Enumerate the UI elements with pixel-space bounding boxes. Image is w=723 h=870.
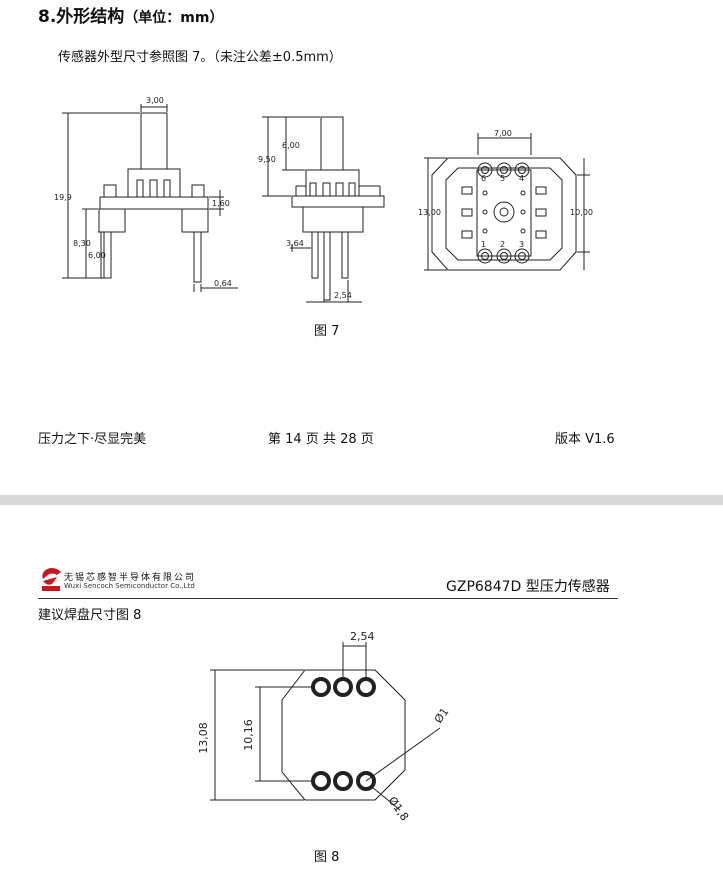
footer-version: 版本 V1.6 (555, 432, 615, 447)
top-view (424, 133, 590, 271)
section-title: 8.外形结构（单位：mm） (38, 7, 224, 27)
fig8-pad-diameter: Ø1,8 (386, 794, 412, 823)
dim-top-height-inner: 10,00 (570, 208, 593, 217)
page-15 (0, 505, 723, 864)
figure8-drawing: 2,54 13,08 10,16 Ø1 Ø1,8 (197, 630, 452, 823)
front-view (262, 116, 385, 303)
fig8-outer-height: 13,08 (197, 722, 210, 754)
figure8-caption: 图 8 (314, 850, 340, 865)
dim-side-flange: 1,60 (212, 199, 230, 208)
product-name: GZP6847D 型压力传感器 (446, 579, 610, 595)
company-logo-icon (42, 568, 61, 591)
dim-front-offset: 3,64 (286, 239, 304, 248)
dim-side-total-height: 19,9 (54, 193, 72, 202)
fig8-inner-height: 10,16 (242, 719, 255, 751)
fig8-hole-diameter: Ø1 (432, 705, 452, 725)
pin-label-4: 4 (519, 174, 524, 183)
dim-top-width: 7,00 (494, 129, 512, 138)
dim-front-pitch: 2,54 (334, 291, 352, 300)
dim-side-pin-width: 0,64 (214, 279, 232, 288)
dim-side-600: 6,00 (88, 251, 106, 260)
figure7-drawing: 3,00 19,9 1,60 8,30 6,00 0,64 9,50 6,00 … (54, 96, 593, 303)
pin-label-1: 1 (481, 240, 486, 249)
footer-slogan: 压力之下·尽显完美 (38, 432, 147, 447)
pin-label-2: 2 (500, 240, 505, 249)
dim-side-top-width: 3,00 (146, 96, 164, 105)
figure8-title: 建议焊盘尺寸图 8 (38, 608, 142, 623)
page-gap (0, 495, 723, 505)
dim-top-height: 13,00 (418, 208, 441, 217)
page-14: 8.外形结构（单位：mm） 传感器外型尺寸参照图 7。（未注公差±0.5mm） (38, 7, 615, 447)
pin-label-6: 6 (481, 174, 486, 183)
fig8-pitch: 2,54 (350, 630, 375, 643)
dim-front-600: 6,00 (282, 141, 300, 150)
footer-page-number: 第 14 页 共 28 页 (268, 432, 374, 447)
figure7-caption: 图 7 (314, 324, 340, 339)
pin-label-5: 5 (500, 174, 505, 183)
dim-front-950: 9,50 (258, 155, 276, 164)
company-name-en: Wuxi Sencoch Semiconductor Co.,Ltd (64, 582, 195, 590)
company-name-cn: 无锡芯感智半导体有限公司 (64, 573, 197, 583)
intro-text: 传感器外型尺寸参照图 7。（未注公差±0.5mm） (58, 50, 342, 65)
dim-side-830: 8,30 (73, 239, 91, 248)
header-divider (38, 598, 618, 599)
side-view (62, 104, 238, 292)
pin-label-3: 3 (519, 240, 524, 249)
